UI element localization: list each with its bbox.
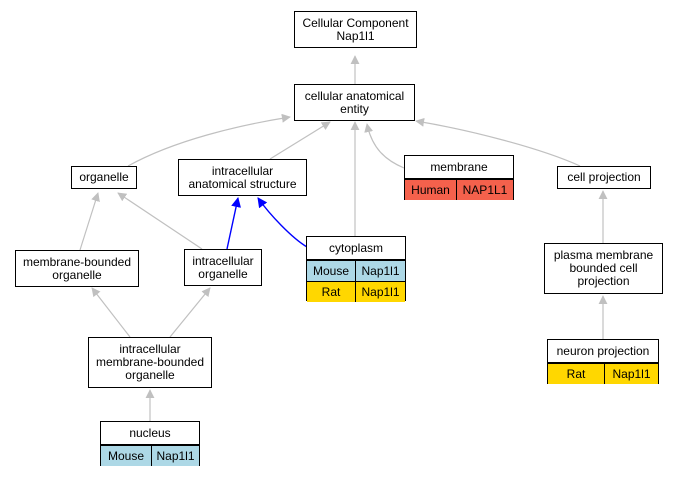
gene-cell: Nap1l1 (604, 364, 658, 384)
node-title: neuron projection (548, 340, 658, 363)
gene-cell: Nap1l1 (151, 446, 199, 466)
gene-cell: Nap1l1 (355, 261, 405, 281)
species-row: Mouse Nap1l1 (101, 445, 199, 466)
node-line: intracellular (192, 253, 254, 268)
species-cell: Rat (548, 364, 604, 384)
node-line: anatomical structure (188, 176, 297, 191)
node-line: cellular anatomical (304, 88, 405, 103)
species-cell: Mouse (101, 446, 151, 466)
edge-cytoplasm-ias (257, 197, 308, 248)
node-title: nucleus (101, 422, 199, 445)
edge-io-organelle (117, 192, 203, 250)
species-row: Human NAP1L1 (405, 179, 513, 200)
edge-cellproj-cae (415, 117, 581, 167)
node-line: membrane-bounded (22, 254, 132, 269)
edge-mbo-organelle (79, 192, 100, 251)
node-line: bounded cell (569, 261, 638, 275)
node-neuron-projection[interactable]: neuron projection Rat Nap1l1 (547, 339, 659, 384)
edge-imbo-io (169, 287, 211, 338)
node-title: membrane (405, 156, 513, 179)
gene-cell: Nap1l1 (355, 282, 405, 302)
node-cell-projection[interactable]: cell projection (557, 166, 651, 189)
node-membrane[interactable]: membrane Human NAP1L1 (404, 155, 514, 200)
species-cell: Human (405, 180, 456, 200)
node-line: Nap1l1 (336, 28, 375, 43)
node-line: organelle (79, 170, 129, 184)
node-line: membrane-bounded (95, 355, 205, 369)
node-line: Cellular Component (302, 15, 409, 30)
node-title: cytoplasm (307, 237, 405, 260)
edge-imbo-mbo (91, 287, 131, 338)
node-nucleus[interactable]: nucleus Mouse Nap1l1 (100, 421, 200, 466)
species-cell: Mouse (307, 261, 355, 281)
node-line: plasma membrane (553, 248, 654, 262)
node-line: organelle (52, 267, 102, 282)
node-line: entity (340, 101, 369, 116)
gene-cell: NAP1L1 (456, 180, 513, 200)
node-line: cell projection (567, 170, 641, 184)
edge-io-ias (226, 197, 241, 250)
node-line: projection (577, 274, 630, 288)
edge-organelle-cae (127, 113, 291, 167)
node-cytoplasm[interactable]: cytoplasm Mouse Nap1l1 Rat Nap1l1 (306, 236, 406, 302)
species-row: Mouse Nap1l1 (307, 260, 405, 281)
node-line: intracellular (119, 342, 181, 356)
node-line: organelle (125, 368, 175, 382)
node-line: organelle (198, 266, 248, 281)
species-row: Rat Nap1l1 (307, 281, 405, 302)
node-organelle[interactable]: organelle (71, 166, 137, 189)
species-row: Rat Nap1l1 (548, 363, 658, 384)
edge-membrane-cae (364, 123, 405, 169)
species-cell: Rat (307, 282, 355, 302)
node-line: intracellular (211, 163, 274, 178)
edge-ias-cae (269, 121, 331, 160)
